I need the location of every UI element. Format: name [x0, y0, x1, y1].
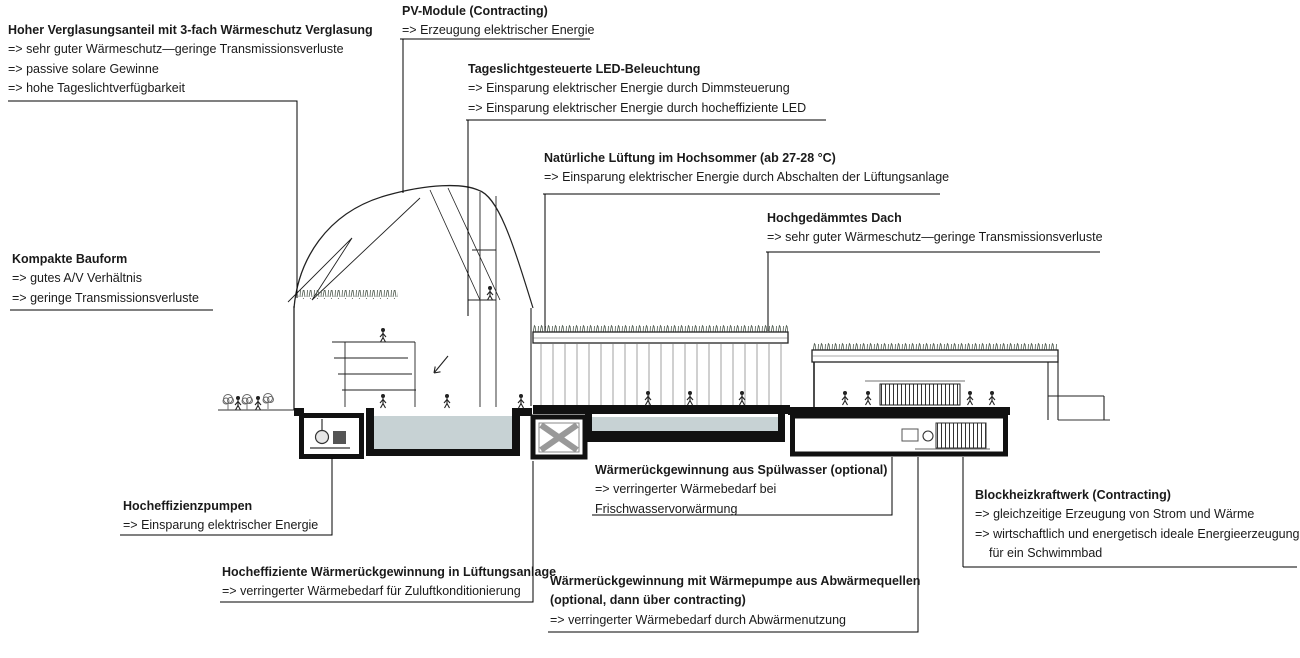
label-line: => Einsparung elektrischer Energie durch…	[468, 81, 790, 96]
label-title: Hocheffizienzpumpen	[123, 499, 253, 513]
label-line: => verringerter Wärmebedarf für Zuluftko…	[222, 584, 521, 599]
label-line: => sehr guter Wärmeschutz—geringe Transm…	[767, 230, 1103, 245]
glazing-mullions	[538, 344, 786, 405]
daylight-arrow-icon	[433, 355, 449, 374]
deck-slab	[533, 405, 790, 414]
label-spuelwasser: Wärmerückgewinnung aus Spülwasser (optio…	[595, 461, 887, 519]
green-roof-right	[812, 342, 1058, 350]
label-title: Natürliche Lüftung im Hochsommer (ab 27-…	[544, 151, 836, 165]
label-line: => Einsparung elektrischer Energie	[123, 518, 319, 533]
roof-slab-middle	[532, 331, 789, 344]
label-title: Blockheizkraftwerk (Contracting)	[975, 488, 1171, 502]
label-bhkw: Blockheizkraftwerk (Contracting) => glei…	[975, 486, 1300, 564]
label-lueftung: Natürliche Lüftung im Hochsommer (ab 27-…	[544, 149, 949, 188]
label-pumpen: Hocheffizienzpumpen => Einsparung elektr…	[123, 497, 318, 536]
label-line: => wirtschaftlich und energetisch ideale…	[975, 526, 1300, 541]
right-end-wall	[1047, 362, 1105, 420]
left-hall	[287, 184, 534, 410]
ventilation-unit-icon	[879, 383, 961, 406]
label-led: Tageslichtgesteuerte LED-Beleuchtung => …	[468, 60, 806, 118]
label-title: Hocheffiziente Wärmerückgewinnung in Lüf…	[222, 565, 557, 579]
diving-boards	[332, 341, 416, 407]
label-line: => gleichzeitige Erzeugung von Strom und…	[975, 507, 1255, 522]
green-roof-left	[298, 290, 398, 299]
label-line: => geringe Transmissionsverluste	[12, 290, 199, 305]
label-title: PV-Module (Contracting)	[402, 4, 548, 18]
label-waermepumpe: Wärmerückgewinnung mit Wärmepumpe aus Ab…	[550, 572, 920, 630]
heat-exchanger-icon	[538, 422, 580, 453]
label-line: => verringerter Wärmebedarf bei	[595, 482, 777, 497]
label-line: => Erzeugung elektrischer Energie	[402, 23, 595, 38]
label-pv-module: PV-Module (Contracting) => Erzeugung ele…	[402, 2, 594, 41]
label-dach: Hochgedämmtes Dach => sehr guter Wärmesc…	[767, 209, 1103, 248]
label-line: => Einsparung elektrischer Energie durch…	[468, 100, 807, 115]
label-title: Tageslichtgesteuerte LED-Beleuchtung	[468, 62, 701, 76]
label-line: => sehr guter Wärmeschutz—geringe Transm…	[8, 42, 344, 57]
label-bauform: Kompakte Bauform => gutes A/V Verhältnis…	[12, 250, 199, 308]
label-line: => Einsparung elektrischer Energie durch…	[544, 170, 950, 185]
label-verglasung: Hoher Verglasungsanteil mit 3-fach Wärme…	[8, 21, 373, 99]
pool-water	[374, 416, 512, 449]
left-pool	[294, 408, 532, 456]
ahu-room	[530, 414, 588, 460]
label-line: => hohe Tageslichtverfügbarkeit	[8, 81, 185, 96]
trees	[222, 393, 274, 411]
label-line: => verringerter Wärmebedarf durch Abwärm…	[550, 612, 846, 627]
label-title: Wärmerückgewinnung mit Wärmepumpe aus Ab…	[550, 574, 921, 588]
pump-icon	[310, 419, 350, 449]
middle-hall	[532, 324, 790, 442]
right-hall	[788, 342, 1105, 457]
green-roof-middle	[533, 324, 788, 332]
diving-tower	[468, 192, 497, 407]
pump-room	[299, 413, 364, 459]
floor-slab-right	[788, 407, 1010, 415]
label-title: Wärmerückgewinnung aus Spülwasser (optio…	[595, 463, 888, 477]
label-line: Frischwasservorwärmung	[595, 501, 738, 516]
label-title: Hochgedämmtes Dach	[767, 211, 902, 225]
label-title: Kompakte Bauform	[12, 252, 128, 266]
chp-generator-icon	[901, 422, 990, 450]
label-line: => passive solare Gewinne	[8, 61, 159, 76]
label-line: für ein Schwimmbad	[989, 546, 1103, 561]
ground-line	[218, 409, 1110, 421]
label-wrg-lueftung: Hocheffiziente Wärmerückgewinnung in Lüf…	[222, 563, 556, 602]
leader-lines	[8, 38, 1297, 633]
pool-water	[592, 417, 778, 431]
label-title-2: (optional, dann über contracting)	[550, 593, 746, 608]
label-line: => gutes A/V Verhältnis	[12, 271, 142, 286]
label-title: Hoher Verglasungsanteil mit 3-fach Wärme…	[8, 23, 373, 37]
